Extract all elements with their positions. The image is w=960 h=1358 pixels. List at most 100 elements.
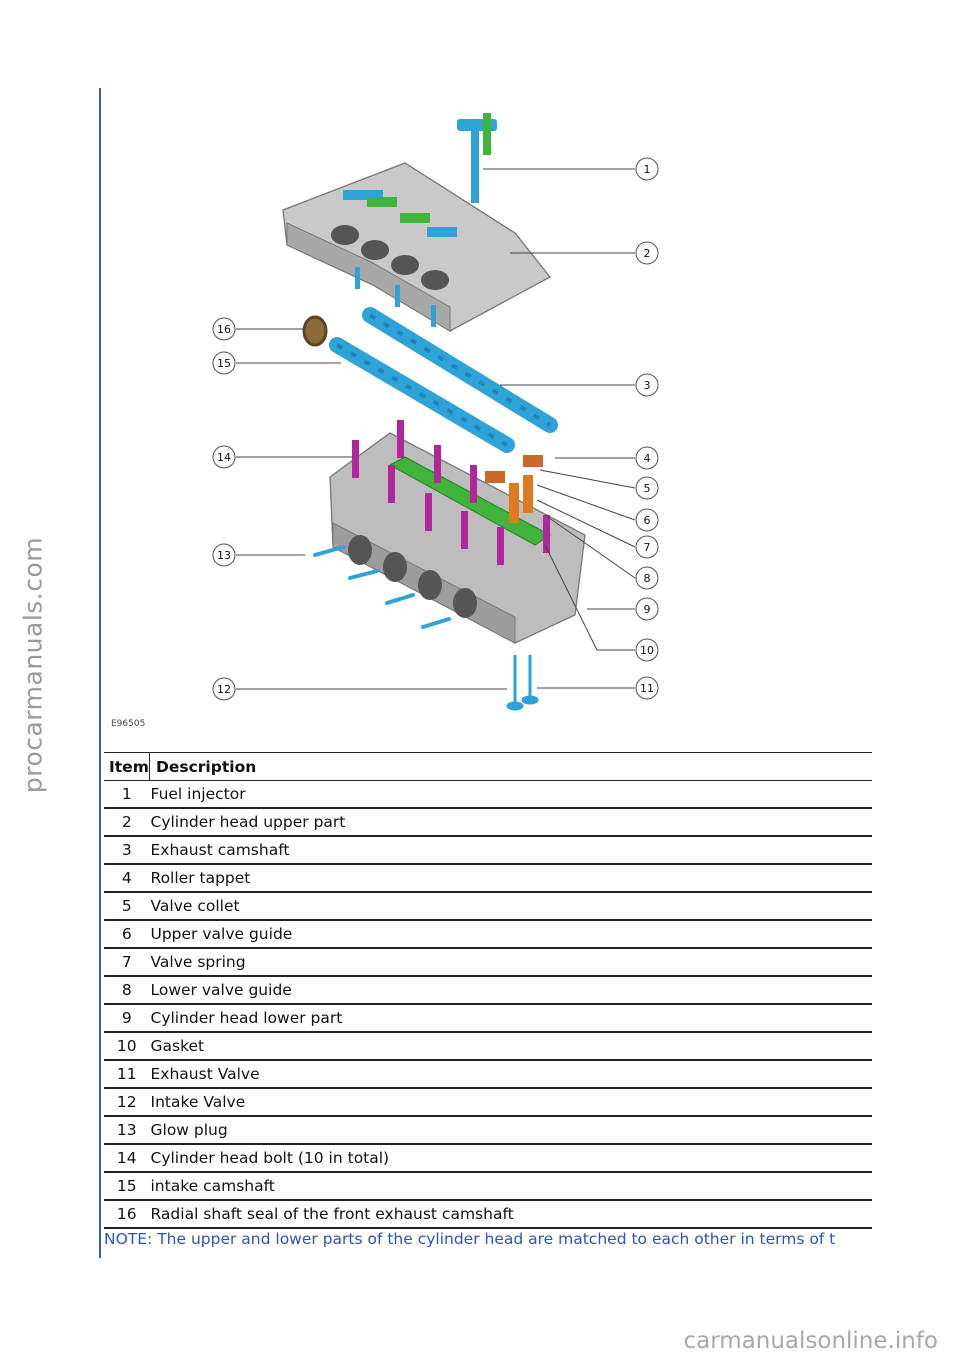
item-description: Glow plug: [149, 1116, 872, 1145]
item-description: Radial shaft seal of the front exhaust c…: [149, 1200, 872, 1229]
item-number: 8: [104, 976, 150, 1005]
callout-11: 11: [635, 676, 659, 700]
svg-text:13: 13: [217, 549, 231, 562]
item-description: Upper valve guide: [149, 920, 872, 949]
item-number: 13: [104, 1116, 150, 1145]
item-description: Roller tappet: [149, 864, 872, 893]
table-header-row: Item Description: [104, 752, 872, 781]
callout-10: 10: [635, 638, 659, 662]
callout-7: 7: [635, 535, 659, 559]
item-number: 1: [104, 780, 150, 809]
svg-text:10: 10: [640, 644, 654, 657]
cylinder-head-bolts-drawing: [352, 420, 550, 565]
svg-text:16: 16: [217, 323, 231, 336]
svg-text:6: 6: [644, 514, 651, 527]
item-description: Cylinder head bolt (10 in total): [149, 1144, 872, 1173]
callout-16: 16: [212, 317, 236, 341]
callout-6: 6: [635, 508, 659, 532]
svg-text:2: 2: [644, 247, 651, 260]
column-header-item: Item: [104, 752, 150, 781]
svg-text:11: 11: [640, 682, 654, 695]
callout-numbers: 1 2 3 4 5 6 7 8 9 10 11 12 13 14 15 16: [212, 157, 659, 701]
item-number: 5: [104, 892, 150, 921]
callout-12: 12: [212, 677, 236, 701]
svg-text:14: 14: [217, 451, 231, 464]
item-description: Valve spring: [149, 948, 872, 977]
item-description: Cylinder head lower part: [149, 1004, 872, 1033]
item-description: Exhaust Valve: [149, 1060, 872, 1089]
item-number: 4: [104, 864, 150, 893]
glow-plugs-drawing: [313, 545, 451, 629]
callout-8: 8: [635, 566, 659, 590]
item-number: 9: [104, 1004, 150, 1033]
item-description: intake camshaft: [149, 1172, 872, 1201]
item-description: Valve collet: [149, 892, 872, 921]
item-number: 12: [104, 1088, 150, 1117]
callout-1: 1: [635, 157, 659, 181]
callout-15: 15: [212, 351, 236, 375]
svg-text:12: 12: [217, 683, 231, 696]
callout-13: 13: [212, 543, 236, 567]
callout-14: 14: [212, 445, 236, 469]
item-number: 11: [104, 1060, 150, 1089]
item-number: 2: [104, 808, 150, 837]
callout-5: 5: [635, 476, 659, 500]
item-number: 14: [104, 1144, 150, 1173]
item-description: Fuel injector: [149, 780, 872, 809]
figure-code: E96505: [111, 719, 146, 729]
svg-text:15: 15: [217, 357, 231, 370]
left-margin-rule: [99, 88, 101, 1258]
item-description: Gasket: [149, 1032, 872, 1061]
svg-text:8: 8: [644, 572, 651, 585]
note-text: NOTE: The upper and lower parts of the c…: [104, 1230, 836, 1248]
svg-text:7: 7: [644, 541, 651, 554]
callout-leader-lines: [236, 168, 636, 690]
exploded-view-figure: 1 2 3 4 5 6 7 8 9 10 11 12 13 14 15 16 E…: [105, 95, 805, 735]
item-number: 6: [104, 920, 150, 949]
item-number: 7: [104, 948, 150, 977]
side-watermark: procarmanuals.com: [18, 536, 48, 794]
item-description: Cylinder head upper part: [149, 808, 872, 837]
callout-2: 2: [635, 241, 659, 265]
item-number: 15: [104, 1172, 150, 1201]
item-description: Exhaust camshaft: [149, 836, 872, 865]
svg-text:3: 3: [644, 379, 651, 392]
item-description: Lower valve guide: [149, 976, 872, 1005]
callout-9: 9: [635, 597, 659, 621]
svg-text:4: 4: [644, 452, 651, 465]
bottom-watermark: carmanualsonline.info: [683, 1328, 938, 1354]
callout-4: 4: [635, 446, 659, 470]
cylinder-head-upper-drawing: [282, 162, 551, 332]
column-header-description: Description: [149, 752, 872, 781]
intake-camshaft-drawing: [329, 337, 515, 453]
svg-text:1: 1: [644, 163, 651, 176]
radial-seal-drawing: [302, 315, 328, 347]
cylinder-head-illustration: [236, 113, 636, 711]
item-number: 16: [104, 1200, 150, 1229]
item-number: 10: [104, 1032, 150, 1061]
exhaust-camshaft-drawing: [362, 307, 558, 433]
valve-train-drawing: [485, 455, 543, 523]
svg-text:5: 5: [644, 482, 651, 495]
valves-drawing: [506, 655, 539, 711]
item-description: Intake Valve: [149, 1088, 872, 1117]
callout-3: 3: [635, 373, 659, 397]
svg-text:9: 9: [644, 603, 651, 616]
